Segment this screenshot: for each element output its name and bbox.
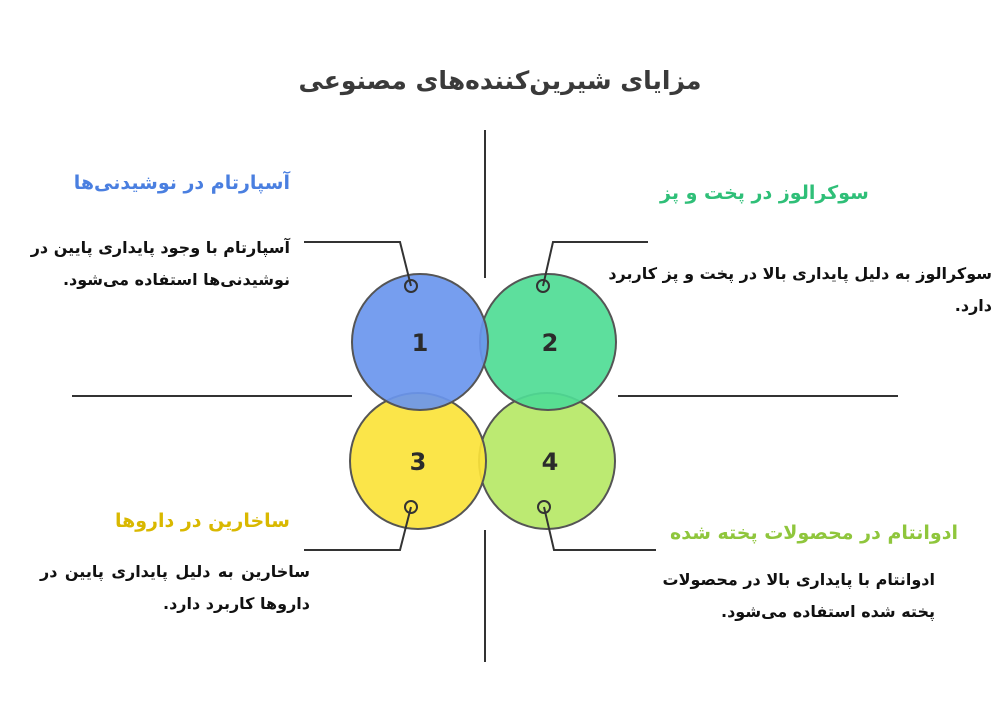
description-4: ادوانتام با پایداری بالا در محصولات پخته… <box>662 570 935 621</box>
description-3: ساخارین به دلیل پایداری پایین در داروها … <box>40 562 310 613</box>
circle-number-4: 4 <box>542 448 559 476</box>
connector-dot-4 <box>537 500 551 514</box>
connector-2 <box>542 241 648 287</box>
heading-2: سوکرالوز در پخت و پز <box>660 182 869 204</box>
circle-number-2: 2 <box>542 329 559 357</box>
heading-1: آسپارتام در نوشیدنی‌ها <box>73 172 290 194</box>
connector-dot-1 <box>404 279 418 293</box>
circle-number-3: 3 <box>410 448 427 476</box>
heading-3: ساخارین در داروها <box>114 510 290 532</box>
connector-4 <box>543 506 656 551</box>
connector-dot-3 <box>404 500 418 514</box>
description-1: آسپارتام با وجود پایداری پایین در نوشیدن… <box>30 238 290 289</box>
circle-number-1: 1 <box>412 329 429 357</box>
description-2: سوکرالوز به دلیل پایداری بالا در پخت و پ… <box>608 264 992 315</box>
connector-dot-2 <box>536 279 550 293</box>
connector-1 <box>304 241 412 287</box>
diagram-title: مزایای شیرین‌کننده‌های مصنوعی <box>298 66 702 95</box>
heading-4: ادوانتام در محصولات پخته شده <box>670 522 958 544</box>
circle-1 <box>351 273 489 411</box>
connector-3 <box>304 506 412 551</box>
